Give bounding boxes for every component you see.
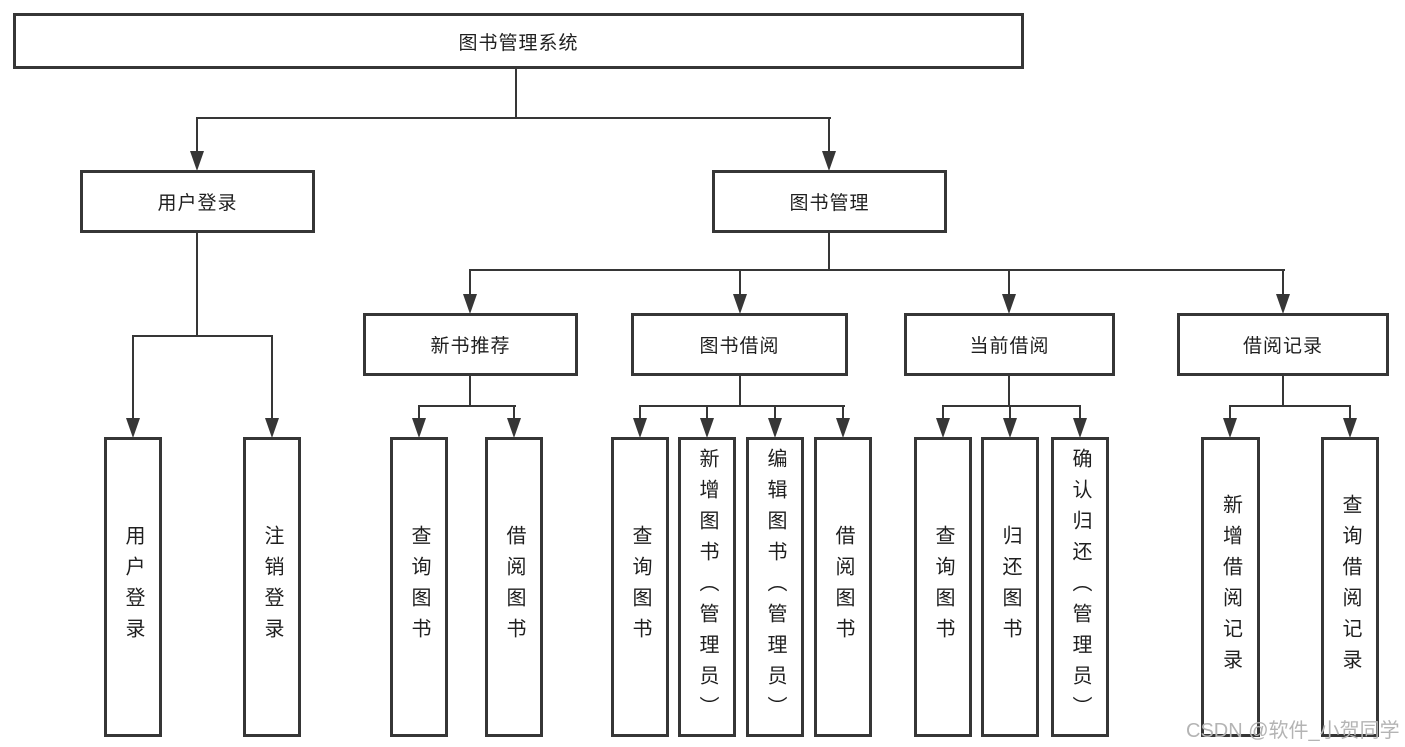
arrow-down	[265, 418, 279, 438]
leaf-logout: 注销登录	[243, 437, 301, 737]
leaf-query-borrow-record-label: 查询借阅记录	[1339, 494, 1361, 680]
arrow-down	[936, 418, 950, 438]
leaf-borrow-query-book-label: 查询图书	[629, 525, 651, 649]
leaf-borrow-book-label: 借阅图书	[832, 525, 854, 649]
connector-line	[1349, 405, 1351, 419]
arrow-down	[190, 151, 204, 171]
connector-line	[842, 405, 844, 419]
arrow-down	[633, 418, 647, 438]
leaf-confirm-return-admin: 确认归还（管理员）	[1051, 437, 1109, 737]
leaf-add-borrow-record-label: 新增借阅记录	[1219, 494, 1242, 680]
node-current-borrow: 当前借阅	[904, 313, 1115, 376]
arrow-down	[1223, 418, 1237, 438]
connector-line	[1229, 405, 1351, 407]
leaf-recommend-borrow-book-label: 借阅图书	[503, 525, 525, 649]
node-new-book-recommend-label: 新书推荐	[430, 336, 511, 357]
connector-line	[469, 269, 471, 295]
node-user-login: 用户登录	[80, 170, 315, 233]
node-book-borrow: 图书借阅	[631, 313, 848, 376]
leaf-add-borrow-record: 新增借阅记录	[1201, 437, 1260, 737]
leaf-confirm-return-admin-label: 确认归还（管理员）	[1069, 447, 1091, 727]
connector-line	[515, 68, 517, 119]
leaf-current-query-book-label: 查询图书	[932, 525, 954, 649]
node-borrow-records: 借阅记录	[1177, 313, 1389, 376]
connector-line	[271, 335, 273, 419]
connector-line	[828, 232, 830, 271]
connector-line	[639, 405, 845, 407]
connector-line	[1282, 375, 1284, 407]
leaf-edit-book-admin-label: 编辑图书（管理员）	[764, 447, 786, 727]
arrow-down	[463, 294, 477, 314]
connector-line	[196, 117, 198, 153]
node-book-borrow-label: 图书借阅	[699, 336, 780, 357]
node-user-login-label: 用户登录	[157, 193, 238, 214]
connector-line	[196, 117, 831, 119]
connector-line	[132, 335, 134, 419]
connector-line	[706, 405, 708, 419]
leaf-add-book-admin-label: 新增图书（管理员）	[696, 447, 718, 727]
csdn-watermark: CSDN @软件_小贺同学	[1186, 720, 1400, 742]
connector-line	[469, 375, 471, 407]
node-book-management: 图书管理	[712, 170, 947, 233]
connector-line	[1008, 375, 1010, 407]
connector-line	[942, 405, 944, 419]
arrow-down	[507, 418, 521, 438]
connector-line	[639, 405, 641, 419]
connector-line	[1079, 405, 1081, 419]
connector-line	[418, 405, 516, 407]
arrow-down	[822, 151, 836, 171]
leaf-logout-label: 注销登录	[261, 525, 283, 649]
leaf-user-login-label: 用户登录	[122, 525, 144, 649]
arrow-down	[1073, 418, 1087, 438]
leaf-query-borrow-record: 查询借阅记录	[1321, 437, 1379, 737]
leaf-borrow-query-book: 查询图书	[611, 437, 669, 737]
node-borrow-records-label: 借阅记录	[1242, 336, 1323, 357]
leaf-return-book-label: 归还图书	[999, 525, 1021, 649]
leaf-user-login: 用户登录	[104, 437, 162, 737]
node-library-system-label: 图书管理系统	[458, 32, 579, 54]
connector-line	[739, 269, 741, 295]
node-book-management-label: 图书管理	[789, 193, 870, 214]
node-current-borrow-label: 当前借阅	[969, 336, 1050, 357]
leaf-current-query-book: 查询图书	[914, 437, 972, 737]
arrow-down	[126, 418, 140, 438]
arrow-down	[1002, 294, 1016, 314]
arrow-down	[733, 294, 747, 314]
node-new-book-recommend: 新书推荐	[363, 313, 578, 376]
connector-line	[196, 232, 198, 337]
connector-line	[513, 405, 515, 419]
node-library-system: 图书管理系统	[13, 13, 1024, 69]
leaf-edit-book-admin: 编辑图书（管理员）	[746, 437, 804, 737]
connector-line	[774, 405, 776, 419]
connector-line	[1282, 269, 1284, 295]
connector-line	[1009, 405, 1011, 419]
connector-line	[1229, 405, 1231, 419]
connector-line	[942, 405, 1081, 407]
leaf-borrow-book: 借阅图书	[814, 437, 872, 737]
arrow-down	[700, 418, 714, 438]
arrow-down	[836, 418, 850, 438]
connector-line	[469, 269, 1285, 271]
arrow-down	[412, 418, 426, 438]
arrow-down	[1276, 294, 1290, 314]
arrow-down	[1343, 418, 1357, 438]
leaf-recommend-query-book: 查询图书	[390, 437, 448, 737]
leaf-add-book-admin: 新增图书（管理员）	[678, 437, 736, 737]
leaf-return-book: 归还图书	[981, 437, 1039, 737]
connector-line	[132, 335, 273, 337]
arrow-down	[1003, 418, 1017, 438]
arrow-down	[768, 418, 782, 438]
leaf-recommend-borrow-book: 借阅图书	[485, 437, 543, 737]
connector-line	[739, 375, 741, 407]
connector-line	[418, 405, 420, 419]
leaf-recommend-query-book-label: 查询图书	[408, 525, 430, 649]
connector-line	[828, 117, 830, 153]
connector-line	[1008, 269, 1010, 295]
